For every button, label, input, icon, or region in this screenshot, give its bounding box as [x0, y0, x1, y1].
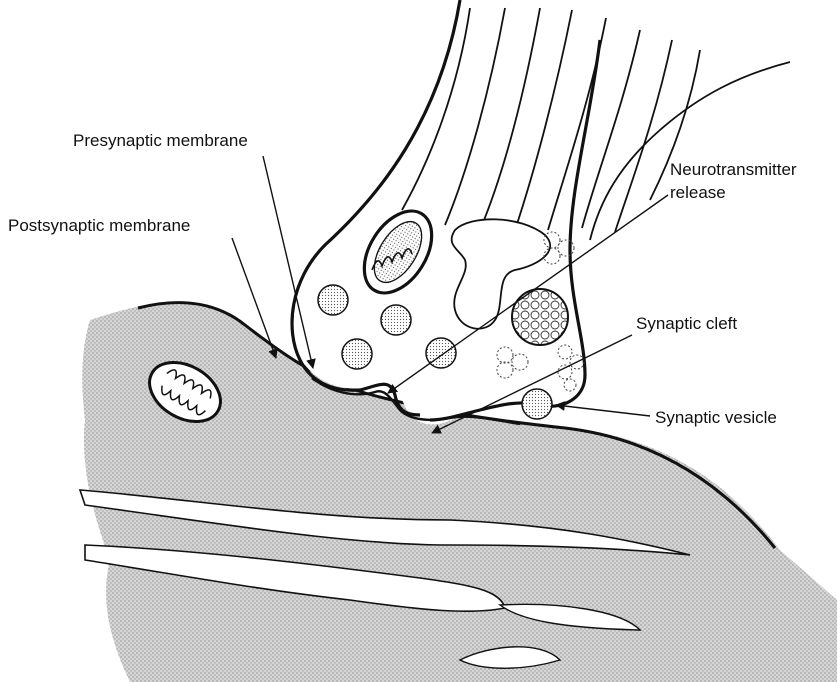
- presynaptic-label: Presynaptic membrane: [73, 131, 248, 150]
- synaptic-vesicle-leader: [556, 405, 650, 416]
- synaptic-vesicle-label: Synaptic vesicle: [655, 408, 777, 427]
- vesicle: [522, 389, 552, 419]
- neurotransmitter-label-line2: release: [670, 183, 726, 202]
- synaptic-cleft-label: Synaptic cleft: [636, 314, 737, 333]
- large-vesicle: [512, 289, 568, 345]
- vesicle: [381, 305, 411, 335]
- presynaptic-leader: [263, 156, 313, 368]
- vesicle: [342, 339, 372, 369]
- neurotransmitter-label-line1: Neurotransmitter: [670, 160, 797, 179]
- vesicle: [318, 285, 348, 315]
- postsynaptic-label: Postsynaptic membrane: [8, 216, 190, 235]
